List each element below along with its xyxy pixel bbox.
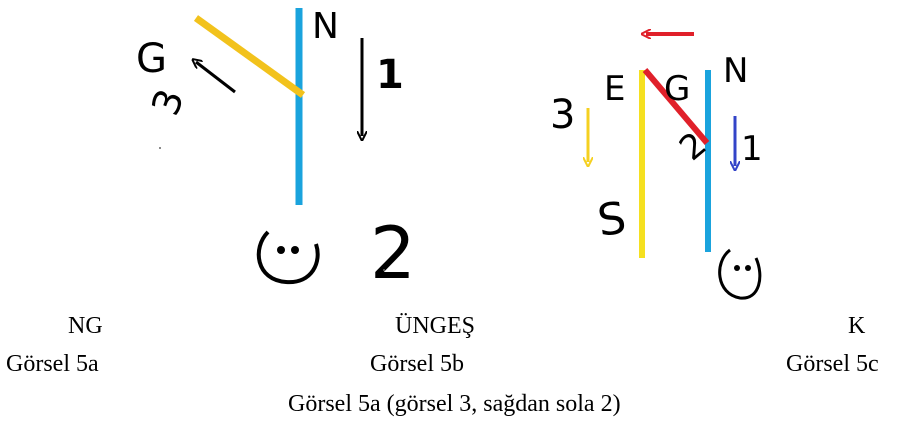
diagram-b-north-label: N [723, 51, 748, 91]
diagram-a-arrow-up [196, 62, 236, 94]
diagram-a-step-down-label: 1 [376, 52, 404, 98]
caption-word-b: ÜNGEŞ [395, 313, 476, 339]
diagram-b: E G N 3 2 1 S [550, 34, 763, 300]
diagram-b-step-three-label: 3 [550, 92, 575, 138]
caption-note: Görsel 5a (görsel 3, sağdan sola 2) [288, 391, 621, 417]
diagram-a-smiley-icon [256, 230, 320, 285]
caption-figure-c: Görsel 5c [786, 351, 879, 377]
diagram-b-red-diagonal [642, 68, 710, 145]
diagram-b-step-one-label: 1 [741, 129, 763, 169]
diagram-a-shadow [193, 15, 306, 98]
diagram-a-sun-label: G [136, 36, 167, 82]
diagram-a-step-turn-label: 2 [370, 211, 416, 295]
diagram-b-east-label: E [604, 69, 625, 109]
diagram-a: N G 3 1 2 [136, 6, 416, 295]
caption-word-c: K [848, 313, 866, 339]
diagram-b-south-label: S [594, 193, 629, 247]
caption-figure-b: Görsel 5b [370, 351, 464, 377]
diagram-a-step-up-label: 3 [143, 83, 193, 121]
caption-figure-a: Görsel 5a [6, 351, 99, 377]
caption-word-a: NG [68, 313, 103, 339]
diagram-figure: N G 3 1 2 E G N [136, 6, 763, 300]
diagram-a-north-label: N [312, 6, 339, 47]
diagram-b-sun-label: G [664, 69, 690, 109]
diagram-b-smiley-icon [718, 248, 762, 300]
